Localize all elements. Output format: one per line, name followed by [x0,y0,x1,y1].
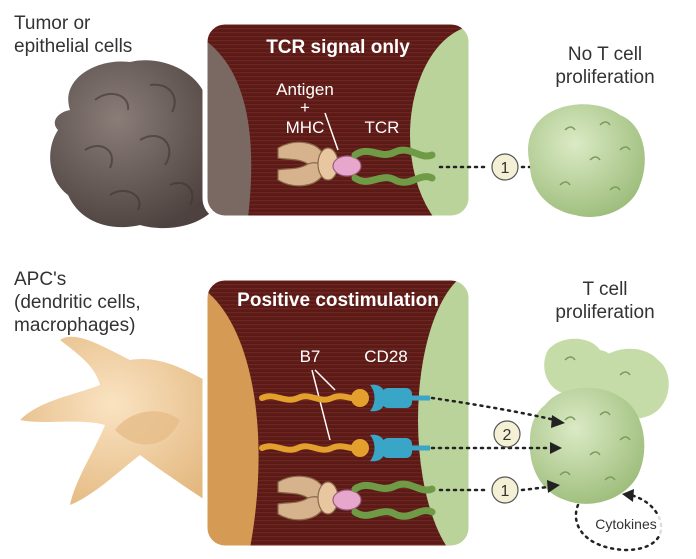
panel-title-bottom: Positive costimulation [237,290,439,311]
tcr-receptor-bottom [351,480,436,520]
step-badge-top [491,153,519,181]
tcr-label: TCR [365,118,400,137]
t-cell-cluster [529,338,669,504]
antigen-peptide-bottom [332,489,362,511]
cytokines-label: Cytokines [595,516,656,532]
mhc-molecule-bottom [277,475,339,521]
tcr-signal-panel: TCR signal only Antigen + MHC TCR [202,19,474,221]
apc-cell [20,336,205,505]
no-proliferation-label: No T cell proliferation [525,43,685,89]
proliferation-line2: proliferation [555,302,655,323]
tumor-label-line1: Tumor or [14,13,91,34]
proliferation-line1: T cell [582,279,628,300]
cd28-label: CD28 [364,347,407,366]
step-number-bottom: 1 [501,483,510,500]
cytokines-loop-arrow [574,489,663,552]
apc-label: APC's (dendritic cells, macrophages) [14,268,141,337]
positive-costimulation-panel: Positive costimulation B7 CD28 [202,275,474,551]
cd28-receptor-lower [370,434,430,462]
antigen-label: Antigen [276,80,334,99]
t-cell-bottom-main [529,387,645,504]
tumor-label-line2: epithelial cells [14,36,133,57]
plus-label: + [300,98,310,117]
apc-label-line1: APC's [14,269,67,290]
step-badge-costim [493,420,521,448]
no-proliferation-line2: proliferation [555,67,655,88]
mhc-molecule-top [277,141,339,187]
step-number-top: 1 [501,160,510,177]
apc-membrane [205,290,259,548]
apc-label-line3: macrophages) [14,315,136,336]
antigen-peptide [332,155,362,177]
tcr-receptor-top [351,146,436,186]
signal-arrow-costim-lower [430,442,562,454]
no-proliferation-line1: No T cell [567,44,643,65]
cd28-receptor-upper [370,384,430,412]
signal-arrow-costim-upper [430,396,565,428]
t-cell-membrane-bottom [418,278,471,548]
apc-label-line2: (dendritic cells, [14,292,141,313]
t-cell-top [528,104,645,217]
step-badge-bottom [491,476,519,504]
mhc-label: MHC [286,118,325,137]
b7-molecule-lower [259,439,369,457]
tumor-membrane [205,40,252,218]
b7-label: B7 [300,347,321,366]
tumor-cell [50,60,219,229]
signal-arrow-bottom-tcr [438,480,560,493]
panel-title-top: TCR signal only [266,37,410,58]
tumor-label: Tumor or epithelial cells [14,12,132,58]
proliferation-label: T cell proliferation [525,278,685,324]
b7-molecule-upper [259,389,369,407]
t-cell-membrane-top [410,25,471,218]
step-number-costim: 2 [503,427,512,444]
signal-arrow-top: 1 [438,153,570,181]
